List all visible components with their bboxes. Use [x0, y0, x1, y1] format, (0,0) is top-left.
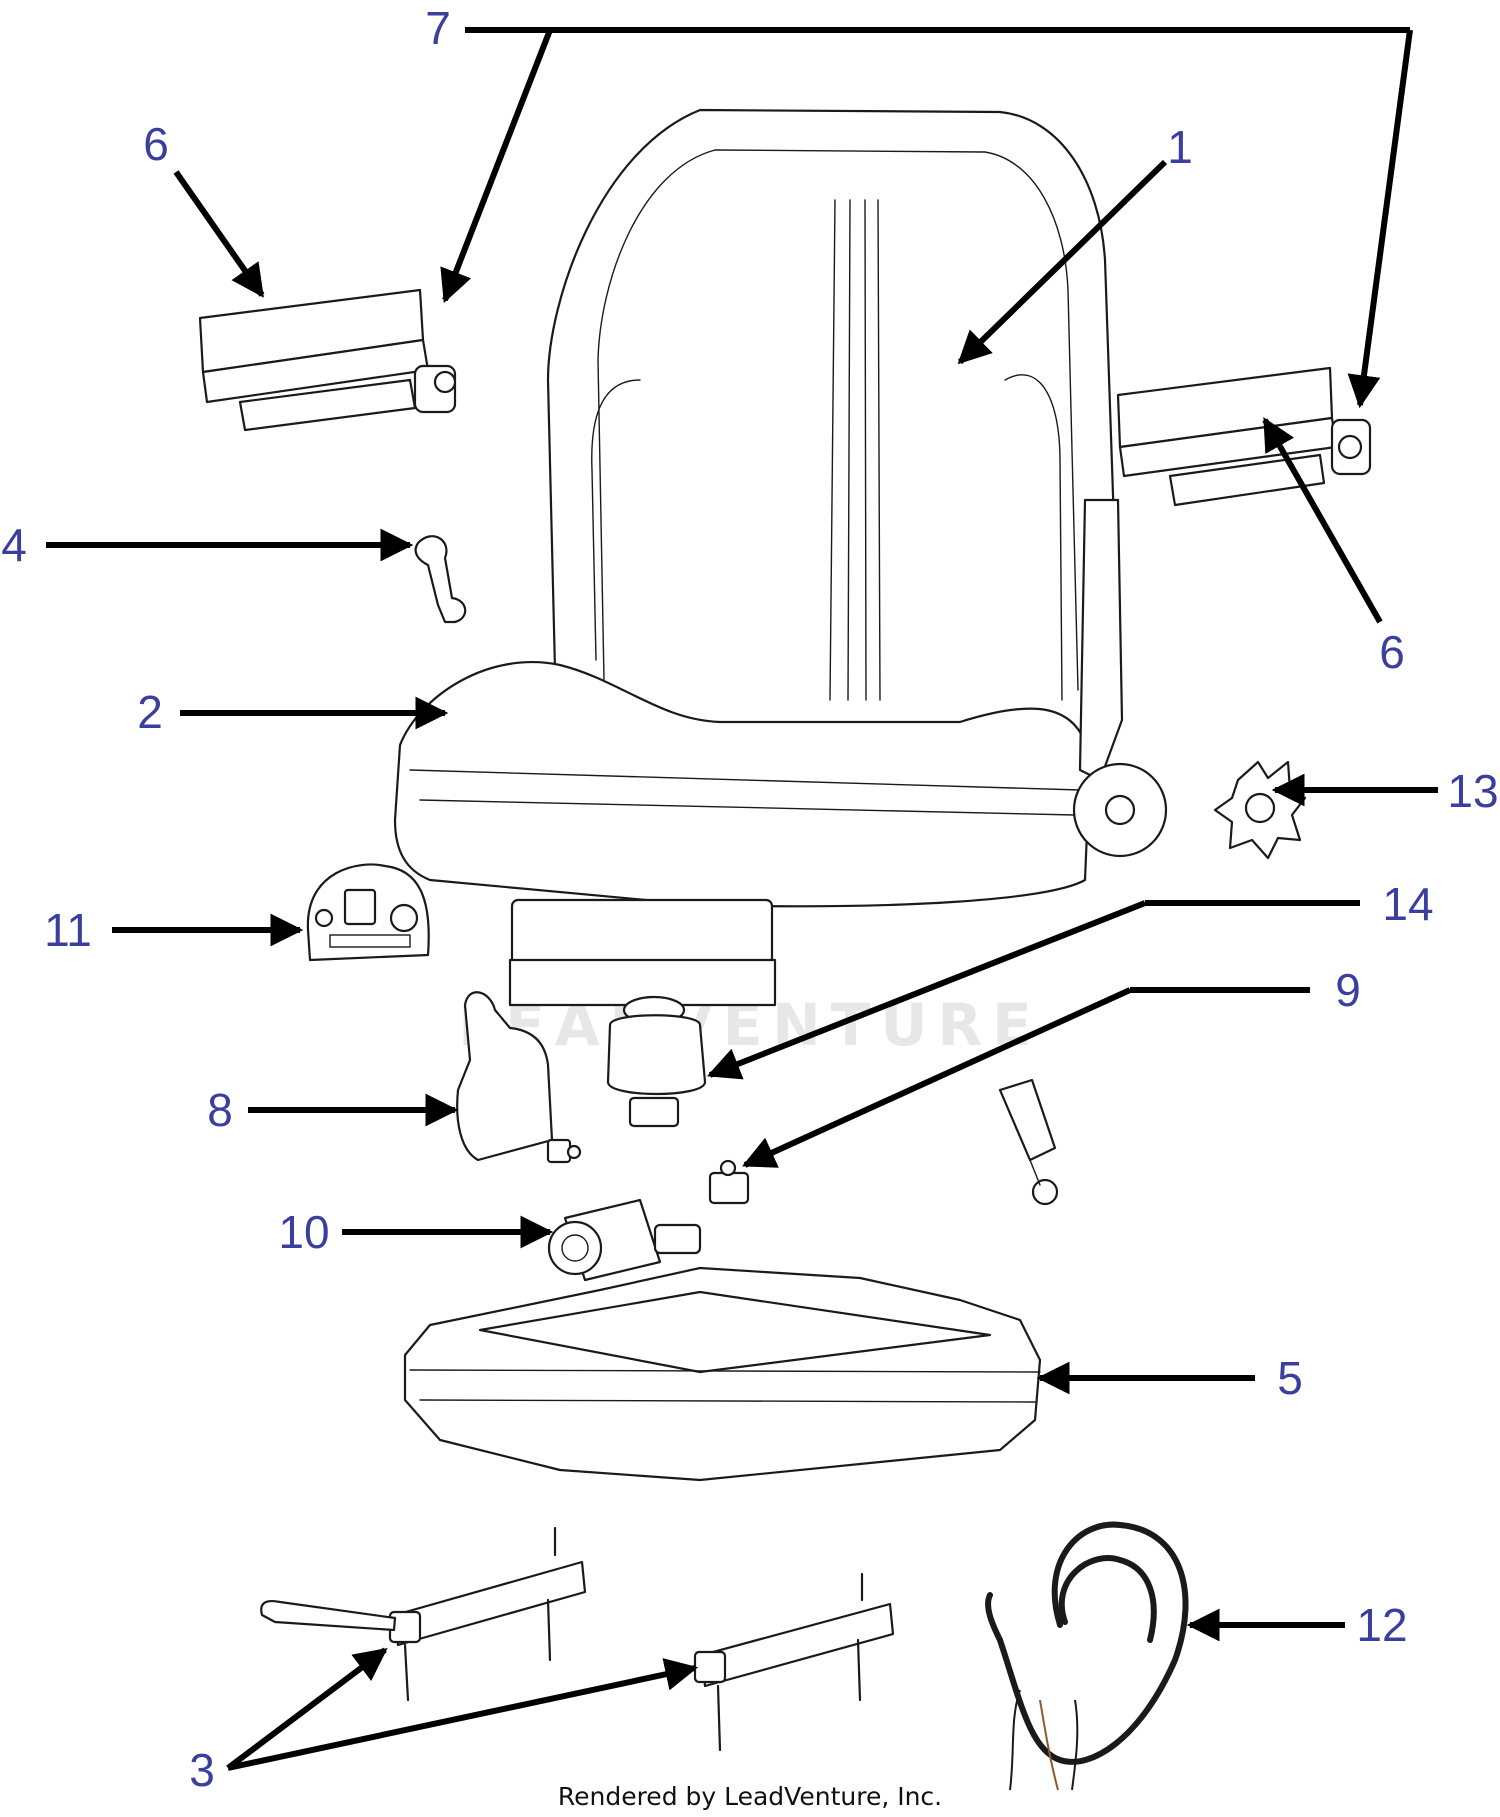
- pointer-3-right: [227, 1658, 699, 1771]
- part-9-valve: [708, 1159, 750, 1205]
- part-10-compressor: [547, 1198, 702, 1282]
- part-8-height-control: [456, 991, 582, 1164]
- callout-7: 7: [425, 2, 451, 54]
- callout-3: 3: [189, 1744, 215, 1796]
- callout-10: 10: [278, 1206, 329, 1258]
- callout-11: 11: [44, 904, 92, 956]
- footer-credit: Rendered by LeadVenture, Inc.: [558, 1782, 942, 1811]
- callout-1: 1: [1167, 121, 1193, 173]
- pointer-6-left: [173, 170, 265, 298]
- pointer-6-right: [1262, 417, 1383, 624]
- callout-2: 2: [137, 686, 163, 738]
- callout-pointers: [46, 27, 1438, 1771]
- callout-5: 5: [1277, 1352, 1303, 1404]
- part-3-left-slide-rail: [260, 1526, 587, 1702]
- part-11-switch-panel: [306, 863, 430, 962]
- callout-6-right: 6: [1379, 626, 1405, 678]
- callout-4: 4: [1, 519, 27, 571]
- part-14-air-bellow: [606, 995, 707, 1128]
- callout-9: 9: [1335, 964, 1361, 1016]
- part-12-wiring-harness: [985, 1521, 1189, 1791]
- callout-13: 13: [1447, 765, 1498, 817]
- pointer-7-right: [1347, 29, 1413, 409]
- part-5-seat-base: [403, 1266, 1042, 1482]
- part-3-right-slide-rail: [693, 1572, 895, 1752]
- callout-12: 12: [1356, 1599, 1407, 1651]
- pointer-14: [706, 900, 1147, 1080]
- part-6-right-armrest: [1116, 366, 1372, 507]
- part-4-adjustment-knob: [414, 535, 467, 624]
- callout-14: 14: [1382, 878, 1433, 930]
- callout-6-left: 6: [143, 118, 169, 170]
- part-seat-hinge-bracket: [1072, 498, 1168, 858]
- part-13-hand-wheel: [1213, 760, 1307, 860]
- part-seat-belt-buckle: [998, 1078, 1059, 1206]
- part-1-seat-backrest: [546, 108, 1122, 743]
- pointer-1: [957, 159, 1168, 365]
- pointer-7-left: [440, 28, 553, 304]
- pointer-9: [741, 987, 1132, 1168]
- part-6-left-armrest: [198, 288, 457, 432]
- callout-8: 8: [207, 1084, 233, 1136]
- pointer-3-left: [226, 1647, 388, 1771]
